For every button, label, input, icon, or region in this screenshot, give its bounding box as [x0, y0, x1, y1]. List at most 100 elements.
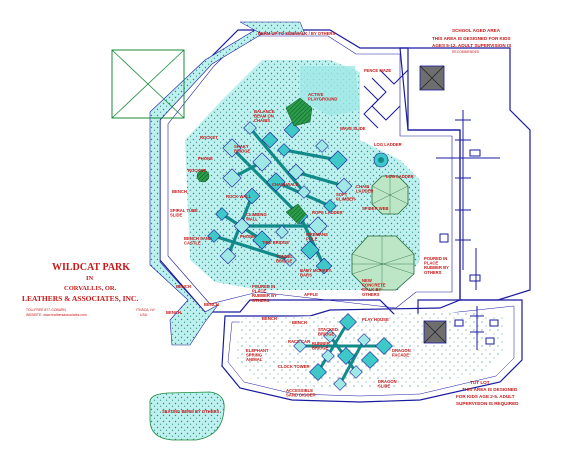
- tot-lot-note-4: SUPERVISION IS REQUIRED: [456, 401, 519, 406]
- deck-platform: [222, 168, 242, 188]
- title-line-4: LEATHERS & ASSOCIATES, INC.: [22, 294, 138, 303]
- school-age-note-4: RECOMMENDED: [452, 50, 480, 54]
- walkway: [211, 233, 293, 263]
- deck-platform: [309, 363, 327, 381]
- round-climber-icon: [373, 152, 389, 168]
- deck-platform: [261, 131, 279, 149]
- walkway: [338, 339, 366, 385]
- walkway: [297, 213, 327, 269]
- deck-platform: [287, 163, 305, 181]
- tot-play-structure: [293, 313, 393, 391]
- park-title: WILDCAT PARK: [52, 262, 130, 273]
- equipment-label: ROPE LADDER: [312, 210, 342, 215]
- equipment-label: SPIDER WEB: [362, 206, 389, 211]
- deck-platform: [252, 230, 272, 250]
- deck-platform: [357, 333, 371, 347]
- equipment-label: BENCH: [172, 189, 187, 194]
- deck-platform: [328, 150, 348, 170]
- tree-icon: [285, 97, 313, 127]
- equipment-label: BENCH: [204, 302, 219, 307]
- deck-platform: [266, 172, 286, 192]
- deck-platform: [375, 337, 393, 355]
- equipment-label: BENCH: [262, 316, 277, 321]
- deck-platform: [275, 225, 289, 239]
- equipment-label: ROCKET: [200, 135, 218, 140]
- equipment-label: RACE CAR: [288, 339, 310, 344]
- title-line-3: CORVALLIS, OR.: [64, 285, 117, 292]
- school-age-note-3: AGES 5-12. ADULT SUPERVISION IS: [432, 43, 511, 48]
- equipment-label: ROCK WALL: [226, 194, 252, 199]
- equipment-label: LOG LADDER: [386, 174, 414, 179]
- shade-structure-icon: [423, 320, 447, 344]
- tot-lot-note-1: TOT LOT: [470, 380, 490, 385]
- credit-right-1: ITHACA, NY: [136, 308, 156, 312]
- deck-platform: [349, 365, 363, 379]
- notes: BERM UP TO SIDEWALK / BY OTHERS SCHOOL A…: [162, 28, 519, 414]
- deck-platform: [219, 247, 237, 265]
- deck-platform: [361, 351, 379, 369]
- octagon-feature: [351, 235, 415, 291]
- walkway: [282, 148, 340, 162]
- spider-web-icon: [371, 175, 409, 215]
- tot-lot-equipment: [454, 306, 499, 350]
- deck-platform: [222, 138, 242, 158]
- fence-maze: [363, 69, 409, 129]
- tree-icon: [196, 169, 210, 183]
- deck-platform: [297, 185, 311, 199]
- school-age-note-1: SCHOOL AGED AREA: [452, 28, 501, 33]
- deck-platform: [315, 139, 329, 153]
- deck-platform: [207, 229, 221, 243]
- tot-lot-note-2: THIS AREA IS DESIGNED: [462, 387, 518, 392]
- deck-platform: [243, 187, 261, 205]
- equipment-label: ROCKET: [188, 168, 206, 173]
- equipment-label: LOG LADDER: [374, 142, 402, 147]
- concrete-walk: [149, 21, 306, 346]
- play-surface: [185, 60, 505, 388]
- seating-berm-note: SEATING BERM BY OTHERS: [162, 409, 220, 414]
- walkway: [316, 321, 350, 373]
- deck-platform: [337, 347, 355, 365]
- deck-platform: [323, 329, 337, 343]
- equipment-label: APPLE: [304, 292, 318, 297]
- berm-note: BERM UP TO SIDEWALK / BY OTHERS: [258, 31, 335, 36]
- walkway: [294, 170, 346, 188]
- walkway: [247, 125, 307, 195]
- deck-platform: [321, 349, 335, 363]
- equipment-label: TIRE BRIDGE: [262, 240, 289, 245]
- equipment-label: BENCH: [166, 310, 181, 315]
- equipment-label: CHAIN WALK: [272, 182, 299, 187]
- equipment-label: PHONE: [240, 234, 255, 239]
- play-structure: [207, 121, 353, 275]
- deck-platform: [293, 339, 307, 353]
- equipment-label: WAVE SLIDE: [340, 126, 366, 131]
- equipment-label: BENCH: [292, 320, 307, 325]
- title-line-2: IN: [86, 275, 94, 282]
- deck-platform: [339, 313, 357, 331]
- shade-structure-icon: [419, 65, 445, 91]
- tree-icon: [285, 203, 307, 225]
- equipment-label: FENCE MAZE: [364, 68, 391, 73]
- equipment-label: PLAY HOUSE: [362, 317, 389, 322]
- walkway: [229, 145, 303, 219]
- deck-platform: [252, 152, 272, 172]
- credit-right-2: USA: [140, 313, 148, 317]
- deck-platform: [283, 121, 301, 139]
- equipment-label: CLOCK TOWER: [278, 364, 310, 369]
- deck-platform: [308, 216, 328, 236]
